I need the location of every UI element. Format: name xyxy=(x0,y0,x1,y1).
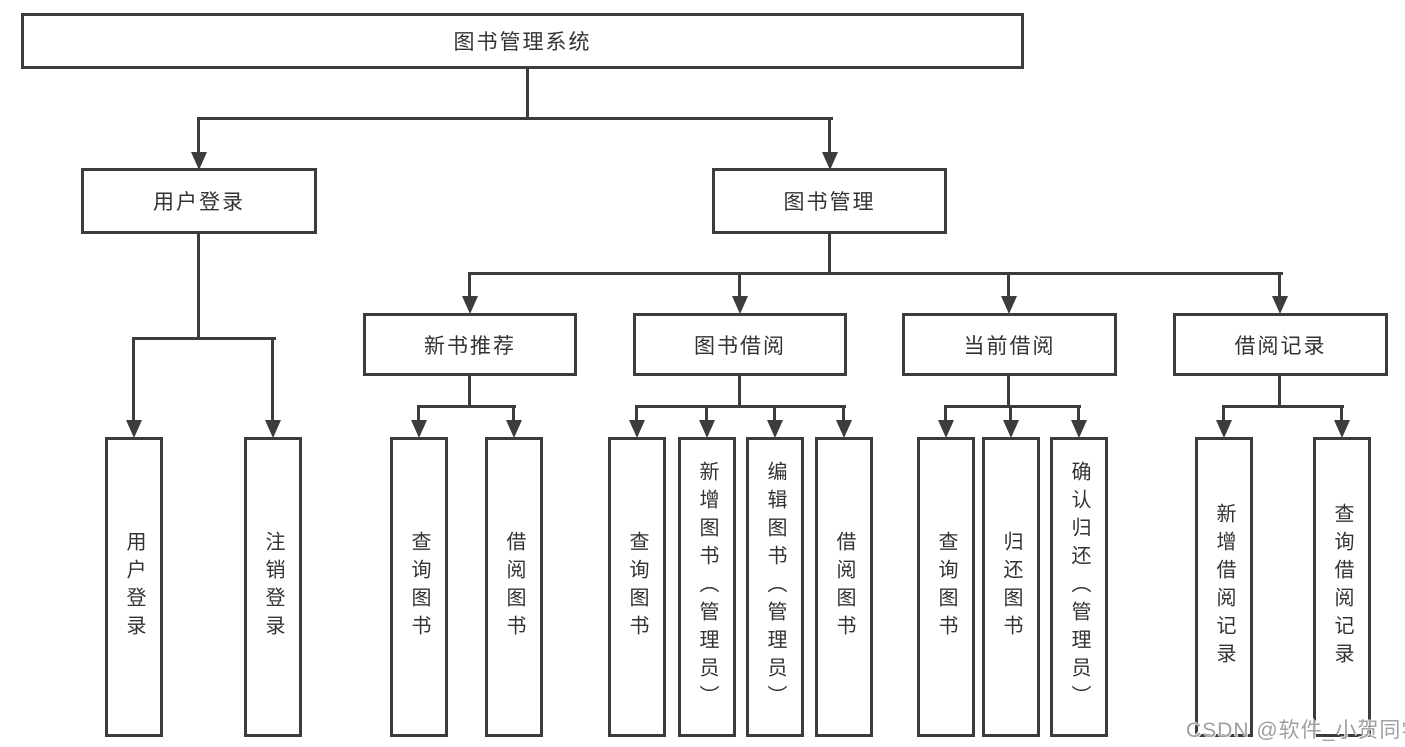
connector-line xyxy=(1340,405,1343,421)
leaf-br-query-record-label: 查询借阅记录 xyxy=(1331,503,1353,671)
node-user-login-label: 用户登录 xyxy=(153,191,245,214)
connector-line xyxy=(132,337,276,340)
connector-line xyxy=(1077,405,1080,421)
connector-line xyxy=(417,405,420,421)
leaf-cb-confirm-return-admin-label: 确认归还（管理员） xyxy=(1068,461,1090,713)
connector-line xyxy=(1278,272,1281,298)
arrow-down-icon xyxy=(938,420,954,438)
node-new-book-rec-label: 新书推荐 xyxy=(424,334,516,358)
node-borrow-records: 借阅记录 xyxy=(1173,313,1388,376)
arrow-down-icon xyxy=(411,420,427,438)
node-root: 图书管理系统 xyxy=(21,13,1024,69)
connector-line xyxy=(1278,375,1281,408)
connector-line xyxy=(468,375,471,408)
leaf-br-query-record: 查询借阅记录 xyxy=(1313,437,1371,737)
leaf-bb-add-books-admin: 新增图书（管理员） xyxy=(678,437,736,737)
node-user-login: 用户登录 xyxy=(81,168,317,234)
connector-line xyxy=(1222,405,1344,408)
connector-line xyxy=(773,405,776,421)
connector-line xyxy=(1007,272,1010,298)
leaf-nbr-query-books: 查询图书 xyxy=(390,437,448,737)
connector-line xyxy=(197,117,200,153)
leaf-nbr-query-books-label: 查询图书 xyxy=(408,531,430,643)
node-book-borrow: 图书借阅 xyxy=(633,313,847,376)
connector-line xyxy=(271,337,274,421)
arrow-down-icon xyxy=(836,420,852,438)
connector-line xyxy=(417,405,516,408)
leaf-bb-edit-books-admin: 编辑图书（管理员） xyxy=(746,437,804,737)
arrow-down-icon xyxy=(1071,420,1087,438)
node-new-book-rec: 新书推荐 xyxy=(363,313,577,376)
connector-line xyxy=(828,117,831,153)
arrow-down-icon xyxy=(265,420,281,438)
connector-line xyxy=(828,233,831,275)
leaf-logout: 注销登录 xyxy=(244,437,302,737)
connector-line xyxy=(512,405,515,421)
node-borrow-records-label: 借阅记录 xyxy=(1234,334,1327,358)
arrow-down-icon xyxy=(767,420,783,438)
connector-line xyxy=(197,117,833,120)
leaf-cb-return-books-label: 归还图书 xyxy=(1000,531,1022,643)
leaf-bb-borrow-books-label: 借阅图书 xyxy=(833,531,855,643)
node-book-mgmt: 图书管理 xyxy=(712,168,947,234)
leaf-cb-query-books: 查询图书 xyxy=(917,437,975,737)
arrow-down-icon xyxy=(1216,420,1232,438)
connector-line xyxy=(738,272,741,298)
arrow-down-icon xyxy=(462,296,478,314)
arrow-down-icon xyxy=(1334,420,1350,438)
leaf-cb-confirm-return-admin: 确认归还（管理员） xyxy=(1050,437,1108,737)
node-root-label: 图书管理系统 xyxy=(453,31,592,54)
connector-line xyxy=(944,405,1081,408)
connector-line xyxy=(1007,375,1010,408)
connector-line xyxy=(1222,405,1225,421)
connector-line xyxy=(842,405,845,421)
node-current-borrow: 当前借阅 xyxy=(902,313,1117,376)
arrow-down-icon xyxy=(126,420,142,438)
connector-line xyxy=(635,405,846,408)
leaf-cb-query-books-label: 查询图书 xyxy=(935,531,957,643)
leaf-cb-return-books: 归还图书 xyxy=(982,437,1040,737)
arrow-down-icon xyxy=(191,152,207,170)
arrow-down-icon xyxy=(1001,296,1017,314)
leaf-bb-query-books-label: 查询图书 xyxy=(626,531,648,643)
leaf-bb-edit-books-admin-label: 编辑图书（管理员） xyxy=(764,461,786,713)
leaf-user-login: 用户登录 xyxy=(105,437,163,737)
csdn-watermark: CSDN @软件_小贺同学 xyxy=(1186,719,1405,742)
leaf-bb-query-books: 查询图书 xyxy=(608,437,666,737)
leaf-br-add-record: 新增借阅记录 xyxy=(1195,437,1253,737)
connector-line xyxy=(705,405,708,421)
arrow-down-icon xyxy=(732,296,748,314)
connector-line xyxy=(738,375,741,408)
arrow-down-icon xyxy=(1003,420,1019,438)
node-current-borrow-label: 当前借阅 xyxy=(963,334,1056,358)
connector-line xyxy=(468,272,471,298)
connector-line xyxy=(197,233,200,338)
leaf-logout-label: 注销登录 xyxy=(262,531,284,643)
leaf-bb-borrow-books: 借阅图书 xyxy=(815,437,873,737)
connector-line xyxy=(944,405,947,421)
leaf-br-add-record-label: 新增借阅记录 xyxy=(1213,503,1235,671)
leaf-nbr-borrow-books: 借阅图书 xyxy=(485,437,543,737)
arrow-down-icon xyxy=(1272,296,1288,314)
connector-line xyxy=(468,272,1283,275)
connector-line xyxy=(635,405,638,421)
arrow-down-icon xyxy=(629,420,645,438)
connector-line xyxy=(1009,405,1012,421)
leaf-bb-add-books-admin-label: 新增图书（管理员） xyxy=(696,461,718,713)
arrow-down-icon xyxy=(506,420,522,438)
connector-line xyxy=(526,68,529,118)
arrow-down-icon xyxy=(822,152,838,170)
node-book-borrow-label: 图书借阅 xyxy=(694,334,786,358)
arrow-down-icon xyxy=(699,420,715,438)
leaf-nbr-borrow-books-label: 借阅图书 xyxy=(503,531,525,643)
node-book-mgmt-label: 图书管理 xyxy=(783,191,876,214)
connector-line xyxy=(132,337,135,421)
leaf-user-login-label: 用户登录 xyxy=(123,531,145,643)
